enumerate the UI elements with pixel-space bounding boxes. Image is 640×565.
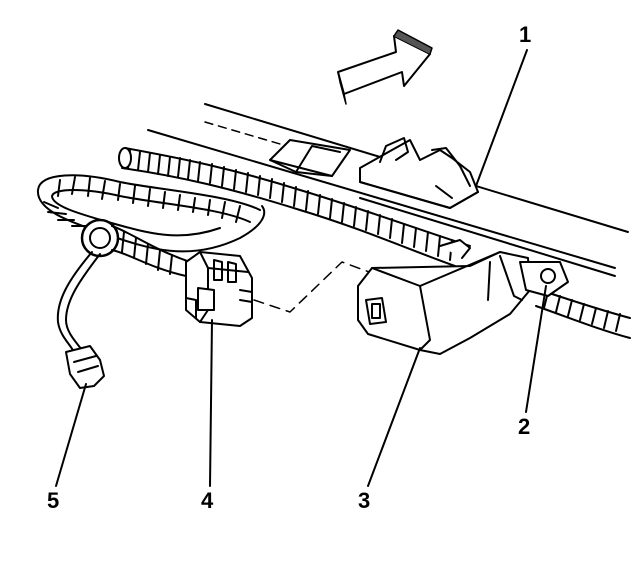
grommet <box>80 218 120 258</box>
callout-5: 5 <box>47 488 60 513</box>
callout-3: 3 <box>358 488 371 513</box>
leader-line-1 <box>475 49 528 187</box>
sensor-lead <box>56 251 101 353</box>
wiring-loop <box>36 174 266 253</box>
mating-line <box>253 261 381 313</box>
sensor-plug <box>65 345 105 389</box>
mounting-bracket <box>519 261 569 297</box>
leader-line-4 <box>209 319 213 487</box>
direction-arrow <box>337 29 433 105</box>
callout-2: 2 <box>518 414 531 439</box>
seat-module <box>357 239 531 355</box>
callout-1: 1 <box>519 22 532 47</box>
seat-frame-rail <box>147 103 629 277</box>
callout-4: 4 <box>201 488 214 513</box>
leader-line-3 <box>367 347 421 487</box>
leader-line-2 <box>525 285 547 413</box>
connector-lead-conduit <box>111 225 191 277</box>
harness-connector <box>185 251 253 327</box>
retaining-clip <box>359 137 479 209</box>
leader-line-5 <box>55 383 87 487</box>
